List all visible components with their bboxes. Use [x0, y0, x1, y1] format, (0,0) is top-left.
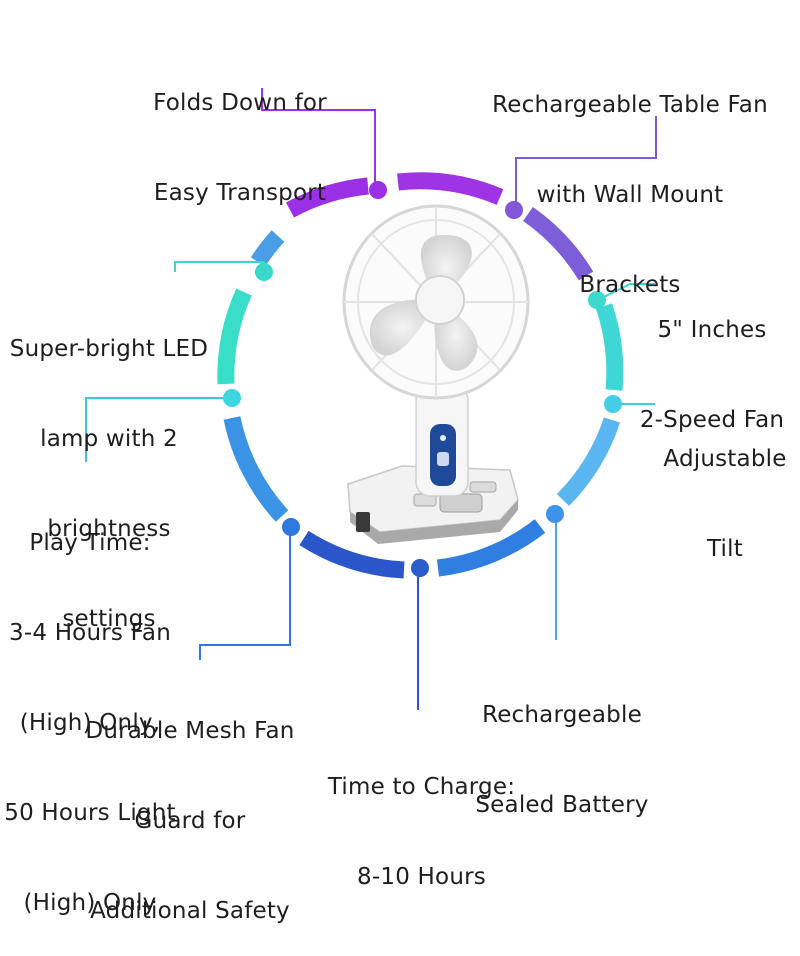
label-led: Super-bright LED lamp with 2 brightness …	[0, 274, 218, 664]
label-line: Rechargeable	[482, 702, 642, 728]
ring-segment-bottom-right	[436, 519, 546, 577]
label-line: 8-10 Hours	[357, 864, 486, 890]
label-line: Rechargeable Table Fan	[492, 92, 768, 118]
dot-tilt	[604, 395, 622, 413]
connector-playtime	[85, 397, 232, 462]
label-line: Tilt	[707, 536, 743, 562]
dots	[223, 181, 622, 577]
ring-segment-top-left	[285, 177, 369, 218]
label-line: (High) Only	[23, 890, 157, 916]
label-line: Easy Transport	[153, 180, 327, 206]
ring	[217, 172, 624, 579]
connector-rechargeable-fan	[515, 116, 657, 208]
fan-illustration	[342, 204, 530, 544]
fan-base	[347, 465, 519, 544]
ring-segment-bottom	[299, 530, 405, 579]
label-line: Play Time:	[29, 530, 151, 556]
label-line: 3-4 Hours Fan	[9, 620, 171, 646]
dot-battery	[546, 505, 564, 523]
label-line: Folds Down for	[153, 90, 327, 116]
ring-segment-left	[217, 288, 252, 385]
label-line: 5" Inches	[657, 317, 767, 343]
connector-guard	[199, 530, 291, 660]
dot-led	[255, 263, 273, 281]
label-speed: 5" Inches 2-Speed Fan	[632, 255, 792, 465]
label-line: (High) Only,	[19, 710, 161, 736]
ring-segment-bottom-left	[223, 416, 289, 522]
label-line: 50 Hours Light	[4, 800, 176, 826]
dot-folds	[369, 181, 387, 199]
label-line: lamp with 2	[40, 426, 178, 452]
label-line: settings	[62, 606, 156, 632]
label-line: Durable Mesh Fan	[85, 718, 295, 744]
ring-segment-right-lower	[556, 417, 621, 506]
connector-led	[174, 261, 265, 272]
ring-segment-top-right	[523, 207, 594, 281]
connector-speed	[597, 283, 655, 301]
dot-playtime	[223, 389, 241, 407]
fan-blades	[369, 234, 478, 371]
label-line: Time to Charge:	[327, 774, 516, 800]
ring-segment-top	[397, 172, 504, 205]
label-rechargeable-fan: Rechargeable Table Fan with Wall Mount B…	[480, 30, 780, 330]
label-charge: Time to Charge: 8-10 Hours	[314, 712, 529, 922]
label-line: 2-Speed Fan	[639, 407, 785, 433]
label-line: with Wall Mount	[536, 182, 724, 208]
connector-folds	[261, 88, 376, 186]
dot-speed	[588, 291, 606, 309]
ring-segment-right-upper	[595, 303, 624, 391]
label-tilt: Adjustable Tilt	[650, 384, 800, 594]
ring-segment-left-upper	[250, 230, 285, 267]
feature-diagram	[85, 88, 657, 710]
dot-rechargeable-fan	[505, 201, 523, 219]
label-line: Super-bright LED	[9, 336, 209, 362]
label-line: brightness	[47, 516, 171, 542]
label-folds: Folds Down for Easy Transport	[140, 28, 340, 238]
dot-guard	[282, 518, 300, 536]
label-line: Adjustable	[663, 446, 787, 472]
fan-stand	[415, 385, 469, 497]
label-line: Brackets	[579, 272, 681, 298]
dot-charge	[411, 559, 429, 577]
